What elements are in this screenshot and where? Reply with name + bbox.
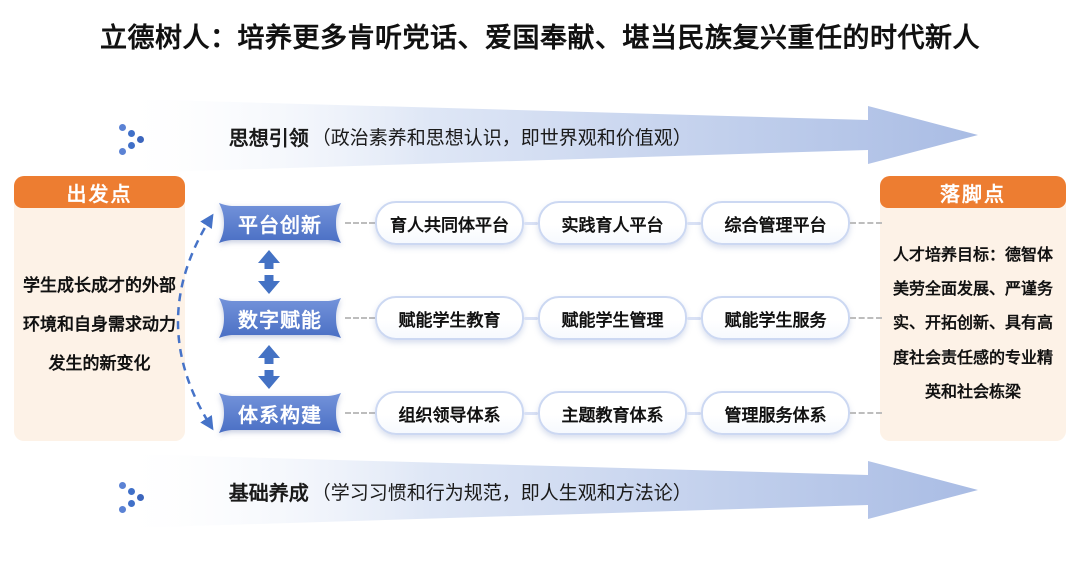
end-point-header: 落脚点 <box>880 176 1066 208</box>
end-point-body: 人才培养目标：德智体 美劳全面发展、严谨务 实、开拓创新、具有高 度社会责任感的… <box>892 246 1053 402</box>
top-arrow-label: 思想引领 （政治素养和思想认识，即世界观和价值观） <box>128 97 793 175</box>
category-plaque: 体系构建 <box>215 389 345 437</box>
category-plaque: 数字赋能 <box>215 294 345 342</box>
chevron-dots-icon <box>118 123 148 155</box>
dashed-connector <box>850 317 882 319</box>
pill-connector <box>687 411 701 415</box>
item-pill: 管理服务体系 <box>701 391 850 435</box>
dashed-connector <box>850 222 882 224</box>
plaque-shape-icon <box>219 203 341 243</box>
bottom-arrow-label: 基础养成 （学习习惯和行为规范，即人生观和方法论） <box>128 452 793 530</box>
right-arrow-shape-icon <box>128 454 978 528</box>
pill-connector <box>524 411 538 415</box>
pill-connector <box>524 221 538 225</box>
item-pill: 实践育人平台 <box>538 201 687 245</box>
category-row-platform: 平台创新 育人共同体平台 实践育人平台 综合管理平台 <box>215 199 882 247</box>
double-arrow-icon <box>258 345 280 389</box>
plaque-shape-icon <box>219 298 341 338</box>
item-pill: 综合管理平台 <box>701 201 850 245</box>
category-row-system: 体系构建 组织领导体系 主题教育体系 管理服务体系 <box>215 389 882 437</box>
dashed-connector <box>345 412 375 414</box>
pill-connector <box>687 316 701 320</box>
right-arrow-shape-icon <box>128 99 978 173</box>
bottom-arrow-subtitle: （学习习惯和行为规范，即人生观和方法论） <box>311 482 692 504</box>
start-point-body: 学生成长成才的外部 环境和自身需求动力 发生的新变化 <box>23 275 176 374</box>
bottom-arrow-title: 基础养成 <box>228 482 309 505</box>
top-arrow-subtitle: （政治素养和思想认识，即世界观和价值观） <box>311 127 692 149</box>
category-plaque: 平台创新 <box>215 199 345 247</box>
item-pill: 育人共同体平台 <box>375 201 524 245</box>
category-row-digital: 数字赋能 赋能学生教育 赋能学生管理 赋能学生服务 <box>215 294 882 342</box>
item-pill: 赋能学生教育 <box>375 296 524 340</box>
item-pill: 赋能学生服务 <box>701 296 850 340</box>
dashed-arc-connector-icon <box>176 213 214 431</box>
start-point-header: 出发点 <box>14 176 185 208</box>
category-label: 体系构建 <box>238 404 322 427</box>
dashed-connector <box>850 412 882 414</box>
double-arrow-icon <box>258 250 280 294</box>
item-pill: 赋能学生管理 <box>538 296 687 340</box>
start-point-panel: 出发点 学生成长成才的外部 环境和自身需求动力 发生的新变化 <box>14 176 185 441</box>
chevron-dots-icon <box>118 481 148 513</box>
page-title: 立德树人：培养更多肯听党话、爱国奉献、堪当民族复兴重任的时代新人 <box>100 23 980 53</box>
category-label: 数字赋能 <box>238 309 322 332</box>
plaque-shape-icon <box>219 393 341 433</box>
category-label: 平台创新 <box>238 214 322 237</box>
dashed-connector <box>345 317 375 319</box>
item-pill: 主题教育体系 <box>538 391 687 435</box>
end-point-panel: 落脚点 人才培养目标：德智体 美劳全面发展、严谨务 实、开拓创新、具有高 度社会… <box>880 176 1066 441</box>
pill-connector <box>687 221 701 225</box>
item-pill: 组织领导体系 <box>375 391 524 435</box>
pill-connector <box>524 316 538 320</box>
bottom-flow-arrow: 基础养成 （学习习惯和行为规范，即人生观和方法论） <box>128 452 980 530</box>
dashed-connector <box>345 222 375 224</box>
top-arrow-title: 思想引领 <box>228 127 309 150</box>
top-flow-arrow: 思想引领 （政治素养和思想认识，即世界观和价值观） <box>128 97 980 175</box>
